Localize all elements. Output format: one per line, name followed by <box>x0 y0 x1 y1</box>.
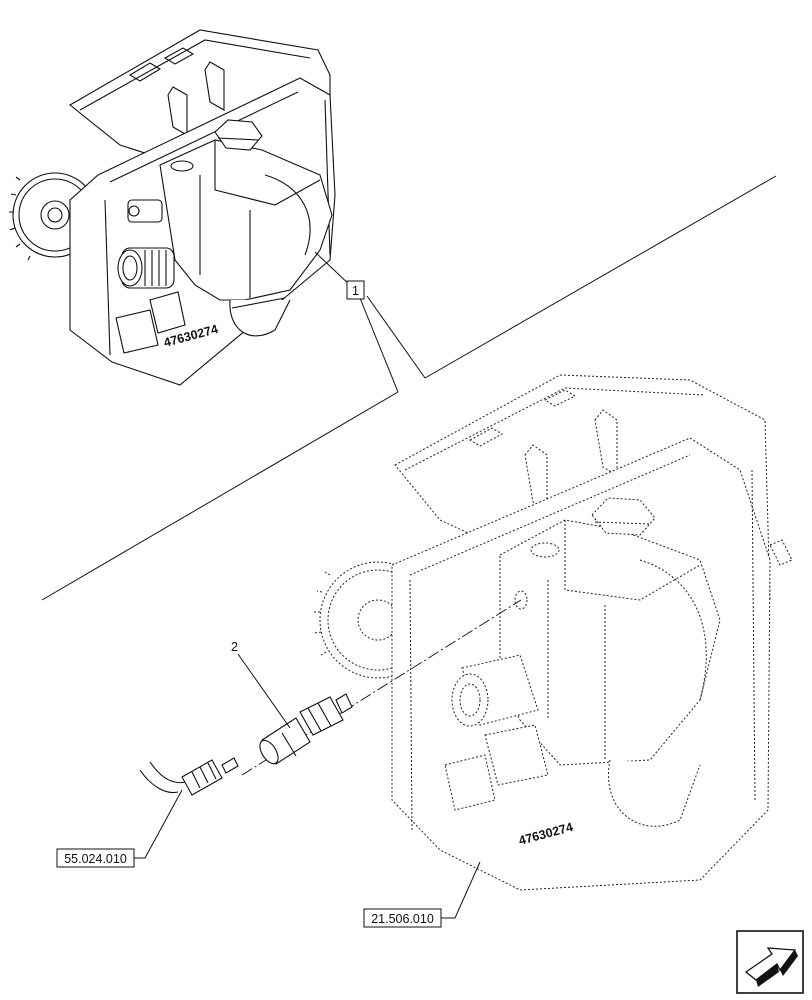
callout-1: 1 <box>346 280 365 300</box>
pressure-sensor <box>259 693 353 765</box>
callout-55-leader <box>134 789 183 859</box>
inset-threaded-fitting <box>117 247 175 289</box>
callout-ref-21-506-010-label: 21.506.010 <box>371 912 434 926</box>
sensor-center-line <box>241 599 522 776</box>
inset-valve-housing: 47630274 <box>9 29 336 386</box>
callout-1-label: 1 <box>352 284 359 298</box>
main-threaded-fitting <box>451 654 539 727</box>
main-valve-housing: 47630274 <box>314 374 793 891</box>
callout-ref-21-506-010[interactable]: 21.506.010 <box>363 908 442 928</box>
callout-2-leader <box>237 653 291 729</box>
cable-connector <box>139 757 239 796</box>
callout-ref-55-024-010[interactable]: 55.024.010 <box>56 848 135 868</box>
callout-1-leader-c <box>359 297 399 393</box>
callout-21-leader <box>441 861 481 919</box>
section-separator-line <box>41 175 777 601</box>
callout-1-leader-b <box>366 295 426 379</box>
next-page-arrow-icon[interactable] <box>736 930 804 994</box>
callout-2-label: 2 <box>231 640 238 654</box>
callout-ref-55-024-010-label: 55.024.010 <box>64 852 127 866</box>
